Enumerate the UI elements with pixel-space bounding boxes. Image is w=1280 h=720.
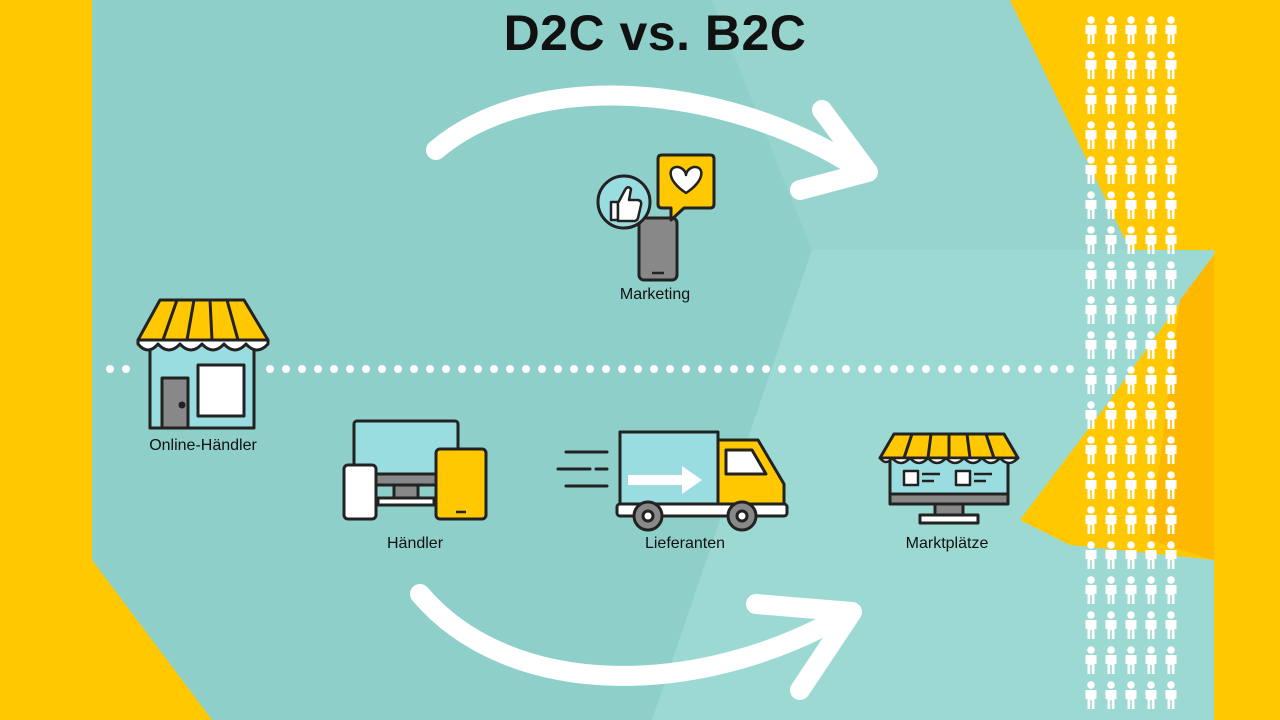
marktplaetze-label: Marktplätze	[905, 535, 989, 552]
top-arrow	[426, 85, 878, 200]
bottom-arrow	[410, 584, 862, 700]
page-title: D2C vs. B2C	[503, 5, 807, 61]
marketing-label: Marketing	[619, 286, 691, 303]
online-haendler-label: Online-Händler	[149, 437, 257, 454]
haendler-label: Händler	[386, 535, 444, 552]
lieferanten-label: Lieferanten	[644, 535, 726, 552]
dotted-divider	[106, 365, 1074, 373]
